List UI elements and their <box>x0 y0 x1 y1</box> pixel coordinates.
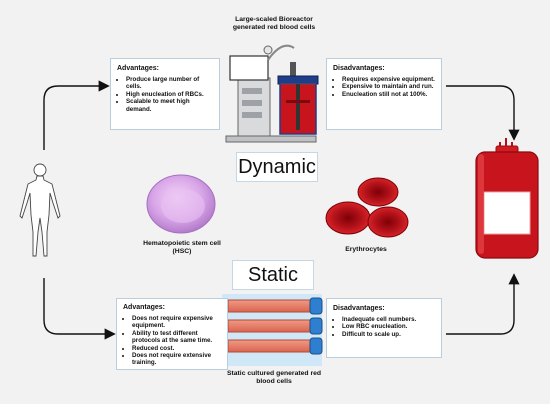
list-item: High enucleation of RBCs. <box>126 91 213 98</box>
hsc-cell-icon <box>146 174 216 234</box>
arrow-dynamic-to-bag <box>446 85 520 141</box>
list-item: Inadequate cell numbers. <box>342 316 435 323</box>
static-advantages-list: Does not require expensive equipment. Ab… <box>123 315 221 367</box>
list-item: Reduced cost. <box>132 345 221 352</box>
dynamic-advantages-box: Advantages: Produce large number of cell… <box>110 58 220 130</box>
flow-arrows <box>43 80 520 340</box>
static-advantages-box: Advantages: Does not require expensive e… <box>116 298 228 370</box>
culture-flasks-illustration <box>222 294 323 366</box>
blood-bag-icon <box>475 138 539 259</box>
dynamic-advantages-list: Produce large number of cells. High enuc… <box>117 76 213 113</box>
list-item: Ability to test different protocols at t… <box>132 330 221 345</box>
arrow-human-to-dynamic <box>43 80 110 150</box>
list-item: Requires expensive equipment. <box>342 76 435 83</box>
static-disadvantages-heading: Disadvantages: <box>333 305 385 312</box>
static-disadvantages-list: Inadequate cell numbers. Low RBC enuclea… <box>333 316 435 338</box>
list-item: Does not require extensive training. <box>132 352 221 367</box>
human-figure-icon <box>19 163 61 257</box>
erythrocytes-icon <box>325 177 409 238</box>
hsc-label: Hematopoietic stem cell (HSC) <box>143 240 221 255</box>
bioreactor-caption: Large-scaled Bioreactor generated red bl… <box>232 16 316 31</box>
list-item: Low RBC enucleation. <box>342 323 435 330</box>
static-advantages-heading: Advantages: <box>123 304 166 311</box>
dynamic-disadvantages-box: Disadvantages: Requires expensive equipm… <box>326 58 442 130</box>
bioreactor-illustration <box>225 44 319 143</box>
list-item: Expensive to maintain and run. <box>342 83 435 90</box>
list-item: Difficult to scale up. <box>342 331 435 338</box>
static-caption: Static cultured generated red blood cell… <box>226 370 322 385</box>
dynamic-disadvantages-heading: Disadvantages: <box>333 65 385 72</box>
list-item: Enucleation still not at 100%. <box>342 91 435 98</box>
arrow-human-to-static <box>43 278 116 340</box>
dynamic-advantages-heading: Advantages: <box>117 65 160 72</box>
static-disadvantages-box: Disadvantages: Inadequate cell numbers. … <box>326 298 442 358</box>
dynamic-title: Dynamic <box>236 152 318 182</box>
erythrocytes-label: Erythrocytes <box>345 246 387 253</box>
arrow-static-to-bag <box>446 273 520 335</box>
dynamic-disadvantages-list: Requires expensive equipment. Expensive … <box>333 76 435 98</box>
static-title: Static <box>232 260 314 290</box>
list-item: Produce large number of cells. <box>126 76 213 91</box>
list-item: Scalable to meet high demand. <box>126 98 213 113</box>
list-item: Does not require expensive equipment. <box>132 315 221 330</box>
